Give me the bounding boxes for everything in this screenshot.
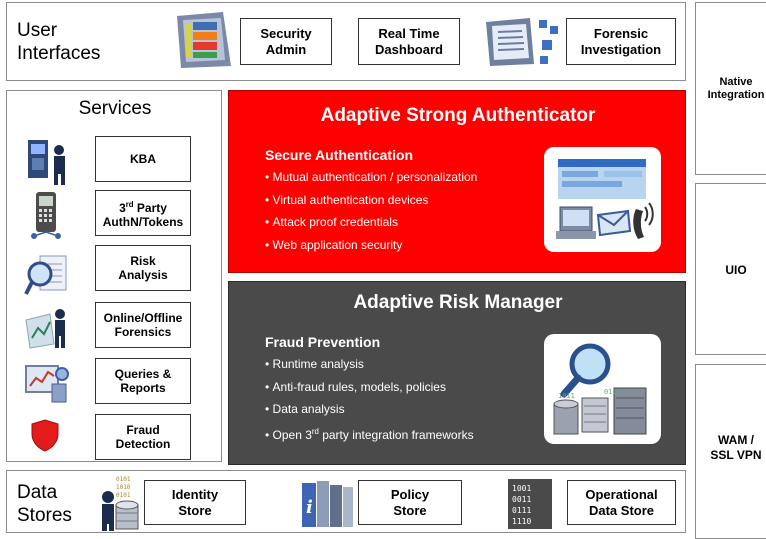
native-integration-label: Native Integration: [707, 76, 765, 101]
authenticator-title: Adaptive Strong Authenticator: [320, 105, 596, 126]
authenticator-subtitle: Secure Authentication: [265, 147, 414, 163]
uio-panel: UIO: [695, 183, 766, 355]
bullet-item: Mutual authentication / personalization: [265, 166, 478, 189]
kba-box[interactable]: KBA: [95, 136, 191, 182]
magnifier-servers-icon: 0110 1011: [553, 343, 647, 435]
svg-text:1010: 1010: [116, 484, 131, 491]
policy-binders-icon: i: [300, 479, 356, 534]
data-stores-label: Data Stores: [17, 482, 72, 526]
risk-manager-panel: Adaptive Risk Manager Fraud Prevention R…: [228, 281, 686, 465]
red-shield-icon: [30, 418, 60, 457]
wam-panel: WAM / SSL VPN: [695, 364, 766, 539]
native-integration-panel: Native Integration: [695, 2, 766, 175]
authentication-devices-card: [544, 147, 661, 252]
svg-text:0111: 0111: [512, 506, 531, 515]
mobile-token-icon: [28, 190, 68, 247]
svg-text:0011: 0011: [512, 495, 531, 504]
bullet-item: Virtual authentication devices: [265, 189, 477, 212]
bullet-item: Open 3rd party integration frameworks: [265, 421, 474, 447]
bullet-item: Web application security: [265, 234, 477, 257]
forensic-screen-icon: [484, 16, 562, 73]
authenticator-panel: Adaptive Strong Authenticator Secure Aut…: [228, 90, 686, 273]
svg-text:0101: 0101: [116, 492, 131, 499]
risk-manager-bullets: Runtime analysis Anti-fraud rules, model…: [265, 353, 474, 446]
bullet-item: Data analysis: [265, 398, 474, 421]
svg-text:1110: 1110: [512, 517, 531, 526]
queries-reports-box[interactable]: Queries &Reports: [95, 358, 191, 404]
identity-database-icon: 0101 1010 0101: [96, 475, 142, 536]
admin-console-icon: [173, 10, 235, 75]
investigator-chart-icon: [24, 306, 72, 355]
magnifier-report-icon: [24, 252, 70, 303]
authenticator-bullets: Mutual authentication / personalization …: [265, 166, 478, 257]
svg-text:i: i: [306, 497, 313, 518]
svg-text:1001: 1001: [512, 484, 531, 493]
person-at-terminal-icon: [26, 138, 72, 191]
uio-label: UIO: [725, 263, 747, 277]
bullet-item: Runtime analysis: [265, 353, 474, 376]
svg-text:0101: 0101: [116, 476, 131, 483]
binary-building-icon: 1001 0011 0111 1110: [506, 475, 558, 536]
risk-manager-title: Adaptive Risk Manager: [353, 292, 563, 313]
services-title: Services: [78, 98, 152, 119]
user-interfaces-label: User Interfaces: [17, 20, 101, 64]
wam-label: WAM / SSL VPN: [710, 433, 762, 462]
svg-text:0110: 0110: [604, 388, 621, 396]
bullet-item: Attack proof credentials: [265, 211, 477, 234]
risk-manager-subtitle: Fraud Prevention: [265, 334, 381, 350]
report-monitor-icon: [22, 362, 72, 409]
risk-analysis-card: 0110 1011: [544, 334, 661, 444]
svg-text:1011: 1011: [558, 392, 575, 400]
devices-illustration-icon: [556, 159, 654, 239]
bullet-item: Anti-fraud rules, models, policies: [265, 376, 474, 399]
